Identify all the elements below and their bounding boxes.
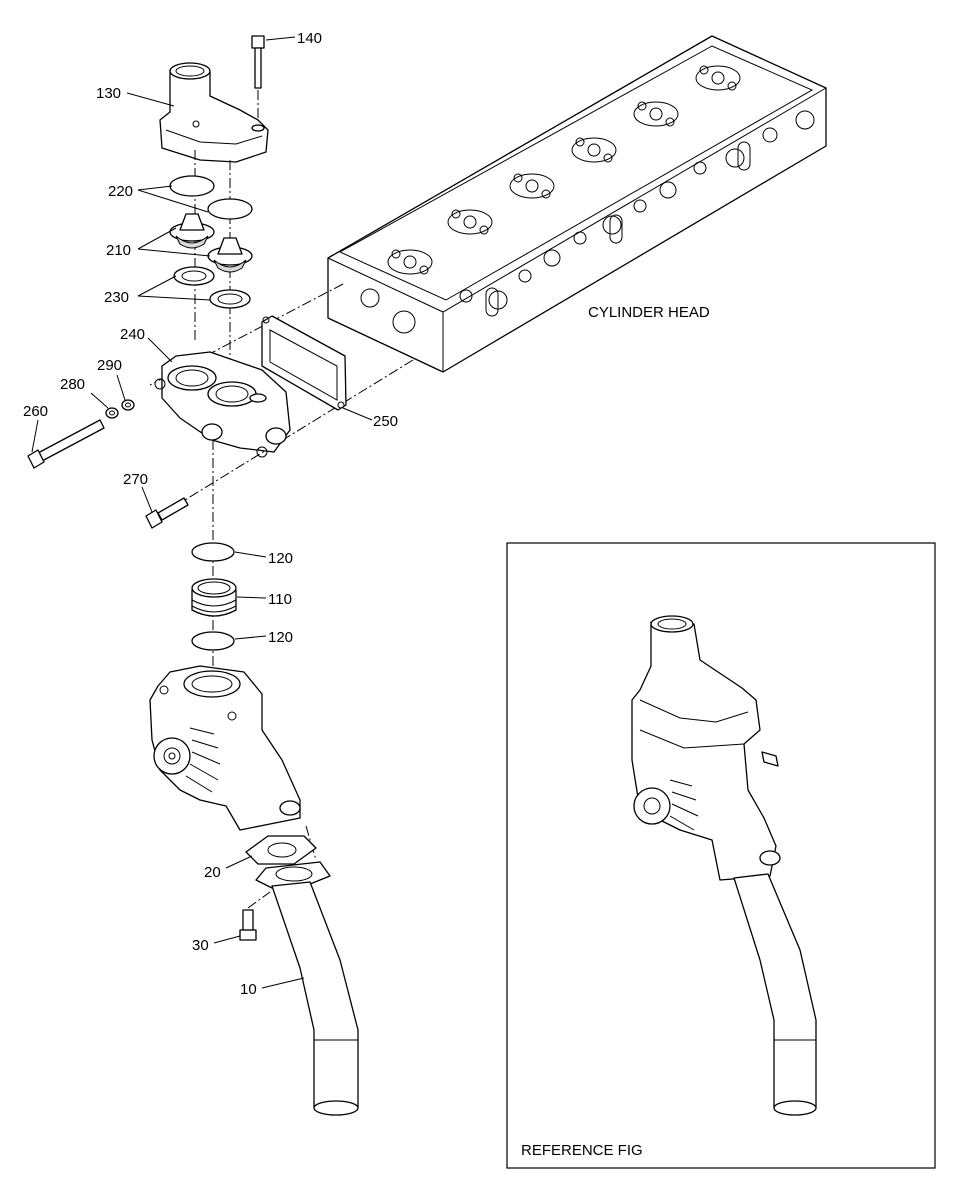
- cylinder-ports: [387, 65, 741, 275]
- label-120-lower: 120: [268, 629, 293, 646]
- part-labels: 140 130 220 210 230 240 290 280 260 250 …: [23, 30, 710, 1159]
- label-240: 240: [120, 326, 145, 343]
- label-130: 130: [96, 85, 121, 102]
- o-ring-120-upper: [191, 542, 235, 562]
- reference-fig-label: REFERENCE FIG: [521, 1142, 643, 1159]
- bolt-140: [251, 35, 265, 125]
- gasket-20: [245, 835, 317, 865]
- cylinder-head-label: CYLINDER HEAD: [588, 304, 710, 321]
- label-30: 30: [192, 937, 209, 954]
- cylinder-head: [327, 35, 827, 373]
- gasket-250: [261, 315, 347, 411]
- label-280: 280: [60, 376, 85, 393]
- label-220: 220: [108, 183, 133, 200]
- bolt-270: [145, 497, 189, 529]
- pipe-10: [255, 861, 359, 1116]
- label-230: 230: [104, 289, 129, 306]
- label-140: 140: [297, 30, 322, 47]
- label-260: 260: [23, 403, 48, 420]
- reference-figure: [506, 542, 936, 1169]
- water-pump: [149, 665, 317, 861]
- label-250: 250: [373, 413, 398, 430]
- label-290: 290: [97, 357, 122, 374]
- bolt-260: [27, 419, 105, 469]
- o-ring-220: [169, 175, 253, 220]
- label-270: 270: [123, 471, 148, 488]
- nut-280: [105, 407, 119, 419]
- thermostat-housing-240: [154, 351, 291, 690]
- thermostat-210: [169, 213, 253, 273]
- leader-lines: [31, 36, 373, 989]
- label-210: 210: [106, 242, 131, 259]
- o-ring-120-lower: [191, 631, 235, 651]
- connector-110: [191, 578, 237, 617]
- seal-230: [173, 266, 251, 309]
- label-10: 10: [240, 981, 257, 998]
- washer-290: [121, 399, 135, 411]
- label-120-upper: 120: [268, 550, 293, 567]
- label-110: 110: [268, 591, 292, 608]
- bolt-30: [239, 891, 271, 941]
- reference-assembly: [631, 615, 817, 1116]
- label-20: 20: [204, 864, 221, 881]
